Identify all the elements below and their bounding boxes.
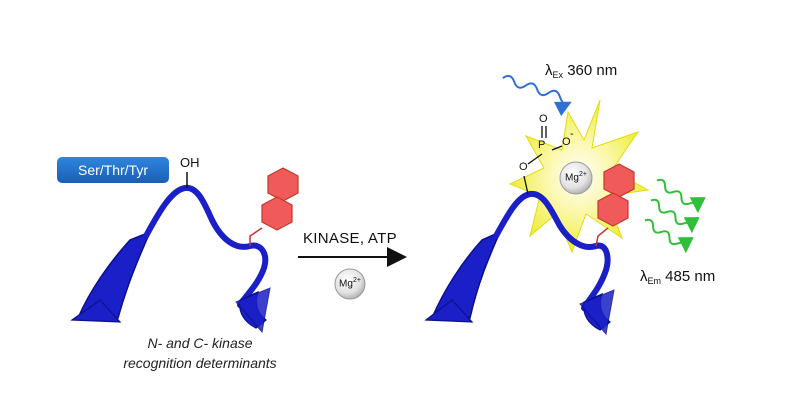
reaction-label: KINASE, ATP <box>303 230 397 247</box>
emission-wave-3 <box>644 218 694 254</box>
phosphate-bond-2 <box>527 153 543 165</box>
excitation-sub: Ex <box>552 70 564 80</box>
mg-charge-burst: 2+ <box>578 171 587 178</box>
phosphate-charge: - <box>570 128 574 140</box>
phosphate-o-bridge: O <box>519 161 528 173</box>
fluorophore-ring-top <box>267 167 299 202</box>
substrate-peptide <box>70 167 299 334</box>
recognition-caption: N- and C- kinase recognition determinant… <box>105 333 295 373</box>
product-c-strand-fold <box>579 289 615 336</box>
phosphate-bond-1 <box>523 175 529 195</box>
product-n-strand <box>430 230 502 319</box>
mg-symbol-burst: Mg <box>565 172 579 184</box>
excitation-wave <box>502 74 572 117</box>
reaction-arrow-group <box>298 247 407 300</box>
residue-badge: Ser/Thr/Tyr <box>57 157 169 183</box>
emission-value: 485 nm <box>665 268 716 285</box>
mg-label-burst: Mg2+ <box>562 171 590 183</box>
emission-wave-2 <box>650 198 700 234</box>
product-ring-bottom <box>597 192 629 227</box>
mg-ion-center <box>334 268 366 300</box>
c-strand-fold <box>235 287 271 334</box>
mg-ion-burst <box>559 161 593 195</box>
emission-symbol: λ <box>640 268 648 285</box>
phosphate-bond-3 <box>551 145 563 151</box>
phosphorylated-product <box>424 99 650 336</box>
product-ring-top <box>603 163 635 198</box>
product-backbone <box>493 190 611 311</box>
phosphate-p: P <box>538 139 546 151</box>
fluorophore-ring-bottom <box>261 196 293 231</box>
phosphate-o-minus: O <box>562 136 571 148</box>
excitation-symbol: λ <box>545 62 553 79</box>
n-terminal-strand <box>76 230 152 319</box>
caption-line-2: recognition determinants <box>123 355 277 371</box>
n-strand-arrow <box>70 299 122 323</box>
hydroxyl-label: OH <box>180 155 200 170</box>
emission-label: λEm 485 nm <box>640 268 715 286</box>
fluorophore-linker <box>249 227 263 246</box>
emission-sub: Em <box>647 276 662 286</box>
caption-line-1: N- and C- kinase <box>147 335 253 351</box>
emission-waves <box>644 178 706 254</box>
product-linker <box>595 227 609 247</box>
excitation-value: 360 nm <box>567 62 618 79</box>
phosphate-o-double: O <box>539 113 548 125</box>
product-n-strand-arrow <box>424 299 474 323</box>
mg-label-center: Mg2+ <box>336 277 364 289</box>
excitation-label: λEx 360 nm <box>545 62 617 80</box>
mg-symbol-center: Mg <box>339 278 353 290</box>
mg-charge-center: 2+ <box>352 277 361 284</box>
emission-wave-1 <box>656 178 706 214</box>
peptide-backbone <box>143 184 269 308</box>
